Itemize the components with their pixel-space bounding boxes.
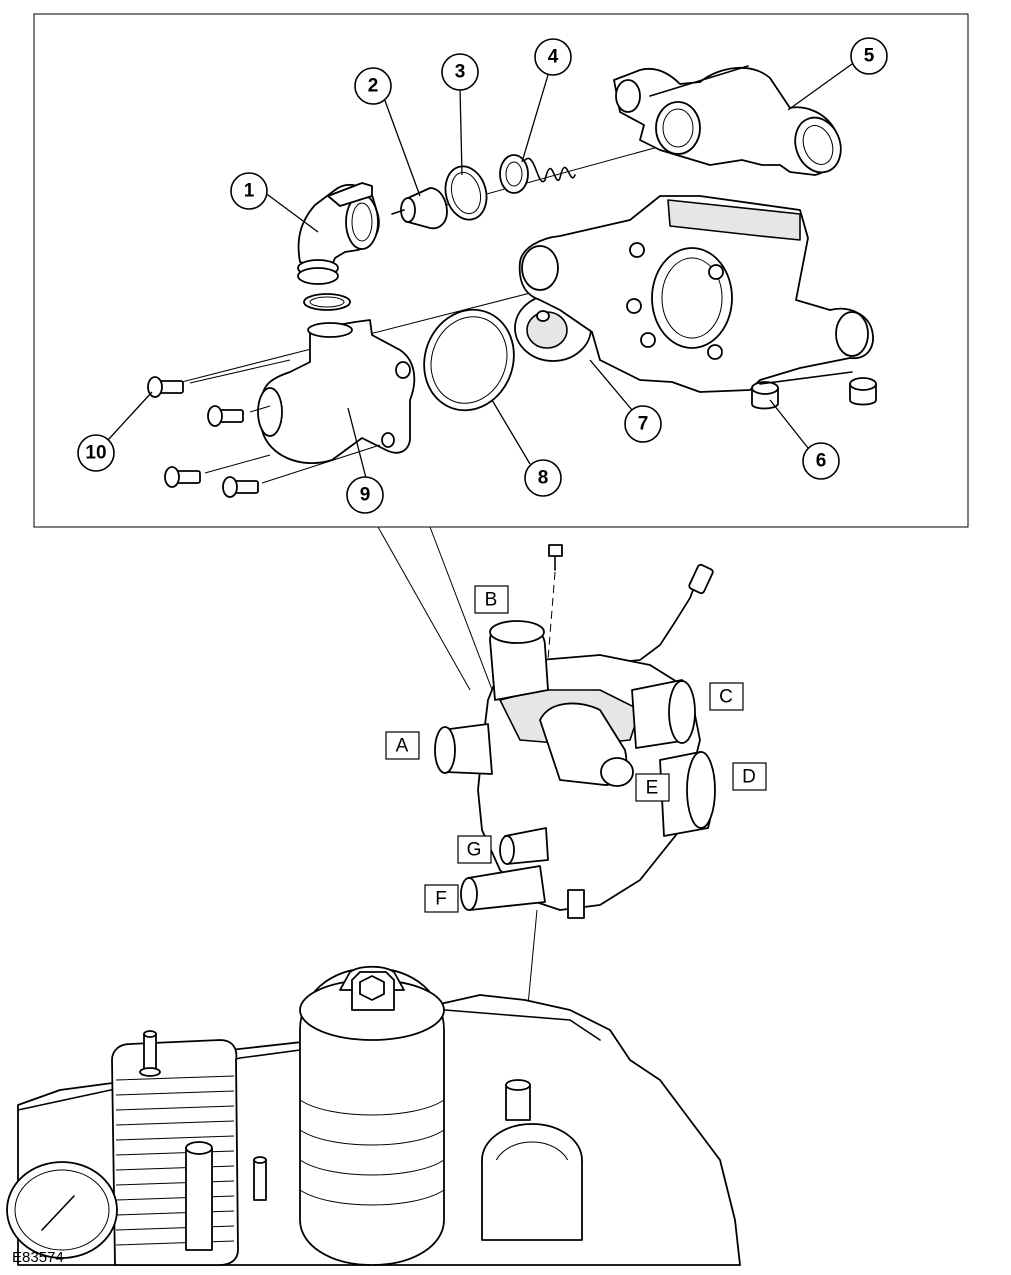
exploded-parts bbox=[147, 65, 877, 498]
part-9-cover bbox=[257, 319, 416, 465]
detail-pointer-line bbox=[429, 526, 497, 701]
part-3-oring bbox=[444, 165, 488, 221]
svg-text:F: F bbox=[435, 889, 447, 910]
label-A: A bbox=[385, 731, 420, 760]
svg-text:C: C bbox=[719, 687, 733, 708]
svg-text:E: E bbox=[646, 778, 659, 799]
assembled-housing bbox=[434, 544, 716, 1091]
svg-text:1: 1 bbox=[244, 181, 255, 202]
part-4-spring bbox=[499, 154, 576, 194]
engine-block bbox=[6, 965, 741, 1266]
svg-text:7: 7 bbox=[638, 414, 649, 435]
callout-9: 9 bbox=[346, 476, 384, 514]
svg-text:4: 4 bbox=[548, 47, 559, 68]
callout-7: 7 bbox=[624, 405, 662, 443]
callout-10: 10 bbox=[77, 434, 115, 472]
svg-text:3: 3 bbox=[455, 62, 466, 83]
label-F: F bbox=[424, 884, 459, 913]
part-5-housing bbox=[613, 65, 842, 176]
callout-8: 8 bbox=[524, 459, 562, 497]
svg-text:D: D bbox=[742, 767, 756, 788]
callout-1: 1 bbox=[230, 172, 268, 210]
svg-text:G: G bbox=[467, 840, 482, 861]
part-1-elbow bbox=[297, 182, 380, 285]
callout-leaders bbox=[107, 63, 853, 479]
svg-text:6: 6 bbox=[816, 451, 827, 472]
detail-frame bbox=[33, 13, 969, 528]
part-2-sensor bbox=[391, 187, 448, 230]
part-6-housing bbox=[518, 195, 877, 410]
label-C: C bbox=[709, 682, 744, 711]
part-8-gasket bbox=[423, 308, 515, 412]
svg-text:B: B bbox=[485, 590, 498, 611]
svg-text:A: A bbox=[396, 736, 409, 757]
svg-text:2: 2 bbox=[368, 76, 379, 97]
label-B: B bbox=[474, 585, 509, 614]
svg-text:10: 10 bbox=[85, 443, 106, 464]
callout-5: 5 bbox=[850, 37, 888, 75]
label-E: E bbox=[635, 773, 670, 802]
label-G: G bbox=[457, 835, 492, 864]
o-ring-small bbox=[303, 293, 351, 311]
callout-4: 4 bbox=[534, 38, 572, 76]
label-D: D bbox=[732, 762, 767, 791]
svg-text:5: 5 bbox=[864, 46, 875, 67]
callout-3: 3 bbox=[441, 53, 479, 91]
callout-2: 2 bbox=[354, 67, 392, 105]
svg-text:9: 9 bbox=[360, 485, 371, 506]
detail-pointer-line bbox=[377, 526, 471, 691]
figure-ref: E83574 bbox=[12, 1249, 64, 1266]
callout-6: 6 bbox=[802, 442, 840, 480]
bolts bbox=[147, 359, 381, 498]
svg-text:8: 8 bbox=[538, 468, 549, 489]
